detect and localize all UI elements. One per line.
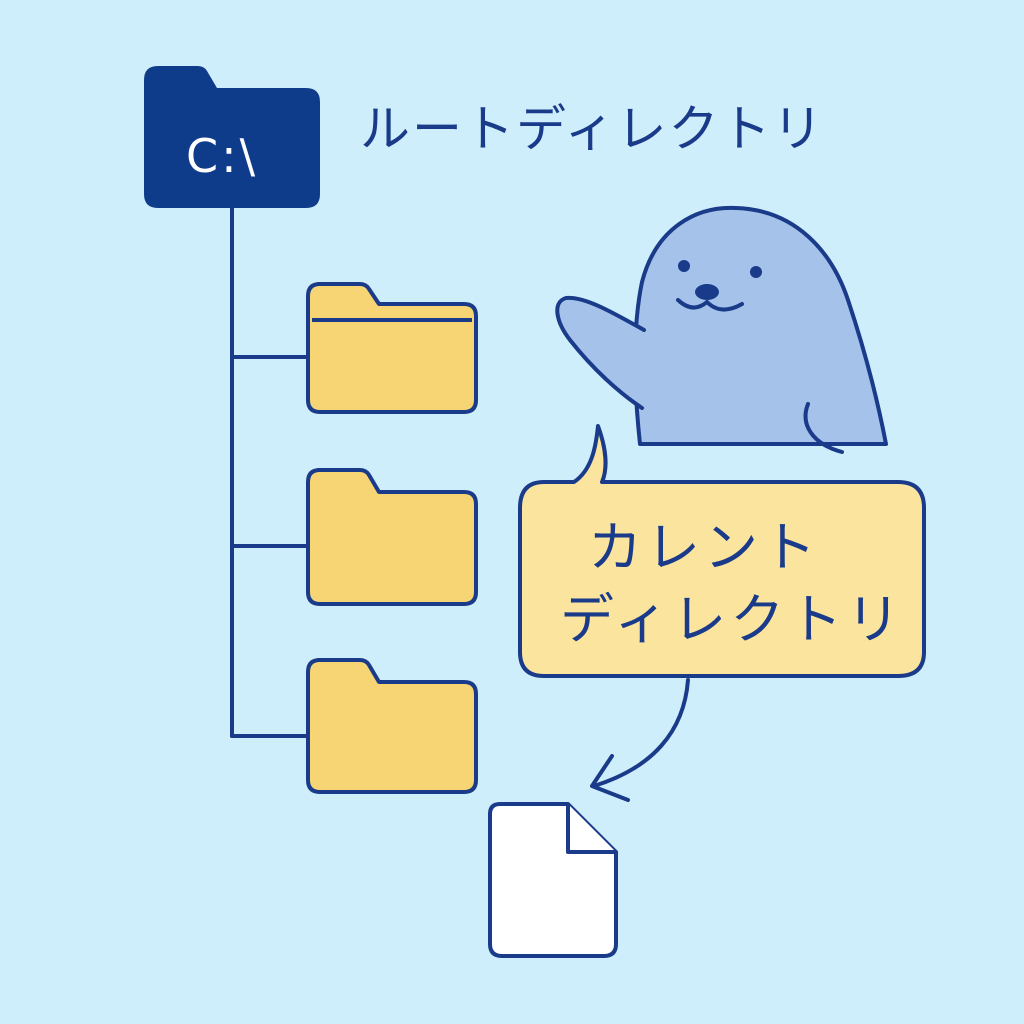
tree-connectors — [230, 203, 310, 738]
seal-body — [633, 205, 888, 446]
seal-mouth — [676, 298, 744, 312]
root-folder[interactable]: C:\ — [144, 66, 320, 208]
bubble-body — [518, 424, 926, 678]
folder-icon — [306, 282, 478, 414]
seal-left-eye — [678, 260, 690, 272]
drive-letter-label: C:\ — [186, 129, 258, 183]
file-icon — [488, 802, 618, 958]
seal-lower-flipper — [803, 402, 844, 454]
seal-waving-flipper — [555, 295, 646, 410]
speech-bubble: カレント ディレクトリ — [518, 424, 926, 678]
seal-right-eye — [750, 266, 762, 278]
file-corner-fold — [566, 804, 616, 854]
seal-nose — [695, 284, 719, 300]
arrow-head — [590, 754, 630, 802]
current-directory-label-line1: カレント — [588, 516, 820, 579]
subfolder-3[interactable] — [306, 658, 478, 794]
subfolder-1[interactable] — [306, 282, 478, 414]
seal-mascot-icon — [555, 205, 888, 454]
folder-icon — [306, 658, 478, 794]
current-directory-label-line2: ディレクトリ — [560, 588, 904, 651]
arrow-curve — [592, 678, 690, 788]
root-directory-label: ルートディレクトリ — [360, 100, 825, 158]
file[interactable] — [488, 802, 618, 958]
curved-arrow-icon — [590, 678, 690, 802]
folder-icon — [306, 468, 478, 606]
subfolder-2[interactable] — [306, 468, 478, 606]
drive-folder-icon — [144, 66, 320, 208]
